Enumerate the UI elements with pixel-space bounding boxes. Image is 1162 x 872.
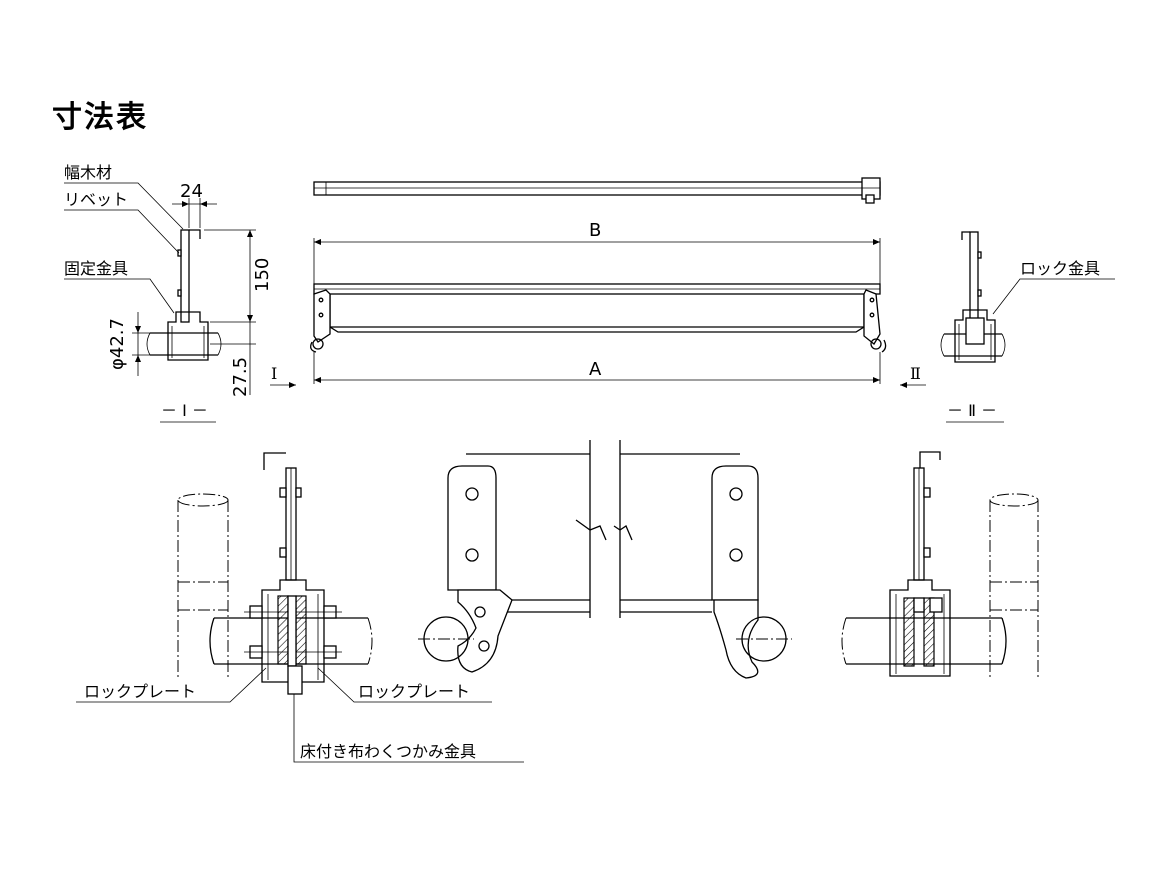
label-kotei: 固定金具 [64, 259, 128, 278]
label-tsukami-kanagu: 床付き布わくつかみ金具 [300, 742, 476, 761]
label-lock-plate-left: ロックプレート [84, 682, 196, 701]
dim-length-a: A [589, 359, 602, 380]
front-view [270, 238, 926, 388]
section-label-ii: － Ⅱ － [947, 401, 997, 420]
dim-offset-27-5: 27.5 [230, 357, 251, 397]
dim-pipe-diameter: φ42.7 [107, 318, 128, 370]
label-rivet: リベット [64, 190, 128, 209]
label-lock-plate-right: ロックプレート [358, 682, 470, 701]
section-ii-small-view [940, 231, 1115, 363]
view-marker-ii: Ⅱ [910, 364, 921, 383]
section-label-i: － I － [161, 401, 208, 420]
section-i-enlarged [76, 452, 524, 763]
dim-length-b: B [589, 220, 601, 241]
dim-height-150: 150 [252, 258, 273, 292]
dim-width-24: 24 [180, 181, 203, 202]
label-habaki: 幅木材 [64, 163, 112, 182]
page-title: 寸法表 [52, 100, 148, 135]
label-lock-kanagu: ロック金具 [1020, 259, 1100, 278]
view-marker-i: I [271, 364, 277, 383]
section-i-small-view [64, 182, 256, 395]
bracket-detail-view [418, 440, 792, 679]
section-ii-enlarged [841, 451, 1039, 678]
top-view [313, 177, 881, 204]
